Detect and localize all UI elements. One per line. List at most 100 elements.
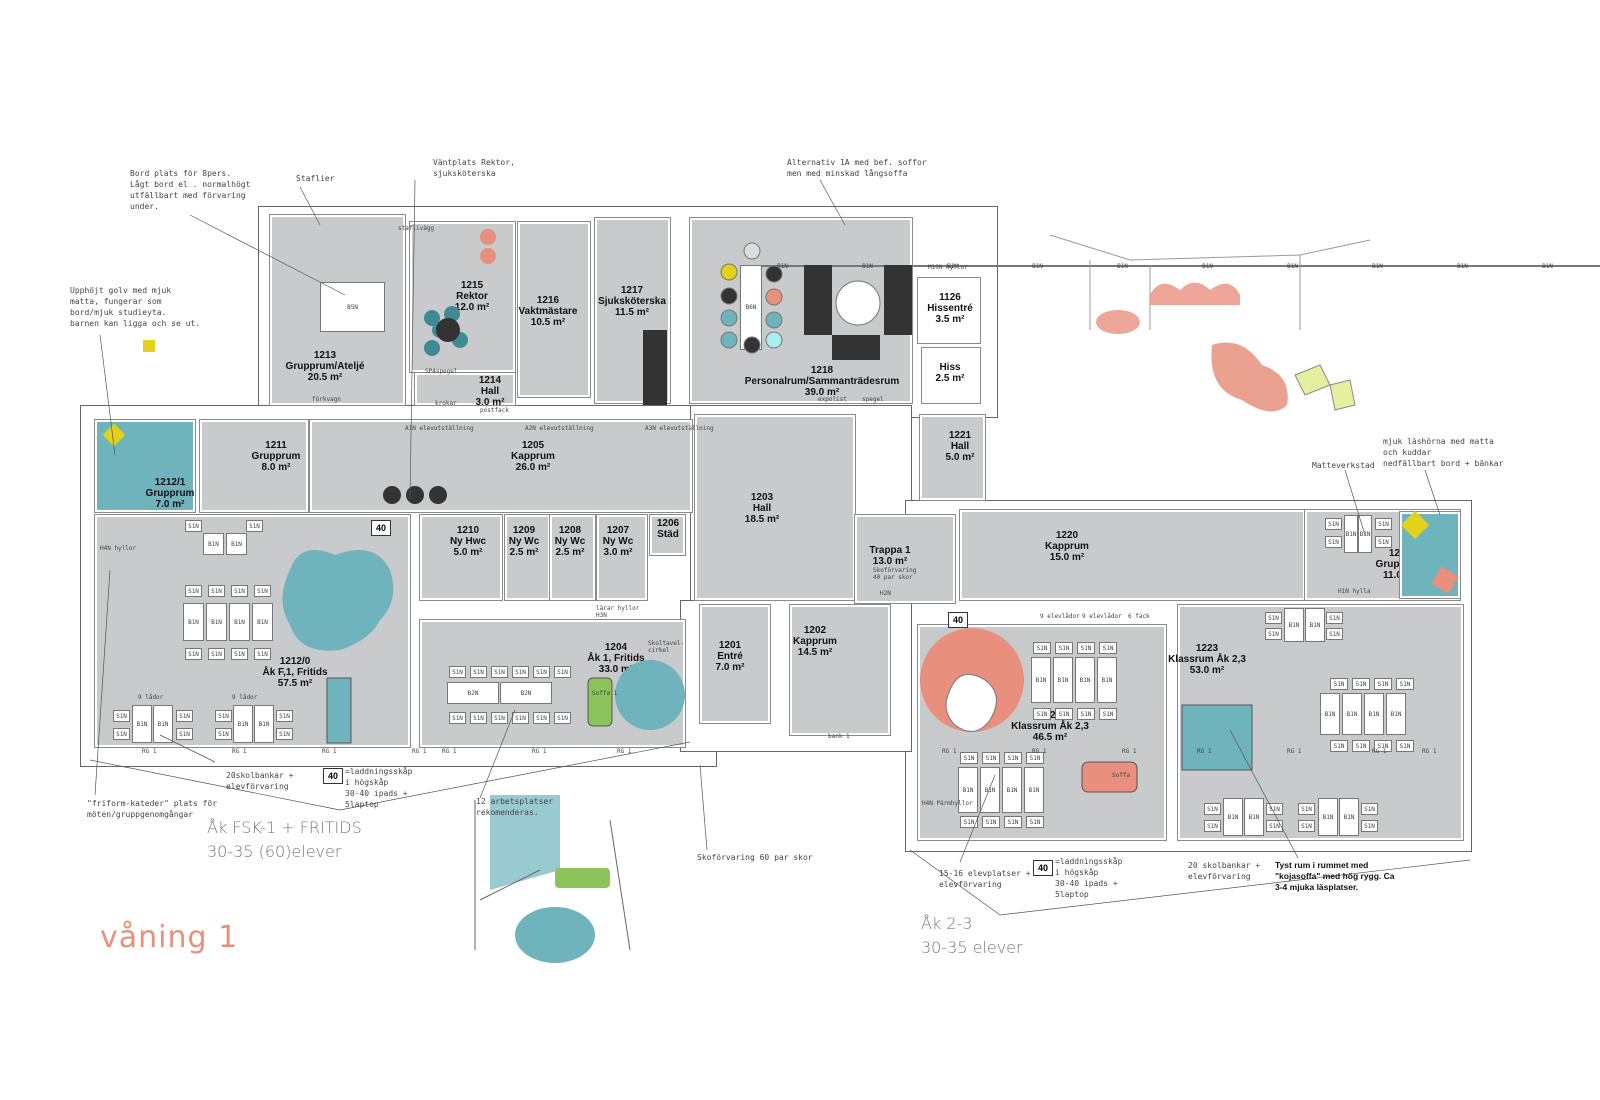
furniture-desk: S1N	[470, 666, 487, 678]
room-number: 1213	[313, 350, 337, 361]
radiator-label: RG 1	[322, 748, 337, 755]
furniture-table: B1N	[203, 533, 224, 555]
label-nine_drawers: 9 lådor	[232, 694, 258, 701]
furniture-table: B1N	[1080, 263, 1165, 270]
chair-salmon	[480, 248, 496, 264]
furniture-table: B1N	[1053, 657, 1073, 703]
radiator-label: RG 1	[442, 748, 457, 755]
furniture-table: B1N	[1002, 767, 1022, 813]
furniture-desk: S1N	[1298, 820, 1315, 832]
label-bank: bank 1	[828, 733, 850, 740]
annotation: Alternativ 1A med bef. soffor men med mi…	[787, 158, 927, 178]
furniture-table: B1N	[1505, 263, 1590, 270]
furniture-desk: S1N	[533, 666, 550, 678]
furniture-desk: S1N	[113, 728, 130, 740]
furniture-desk: S1N	[1374, 678, 1392, 690]
furniture-desk: S1N	[960, 752, 978, 764]
room-1208	[549, 514, 596, 601]
group-table	[945, 673, 997, 732]
furniture-desk: S1N	[1375, 518, 1392, 530]
chair	[765, 265, 783, 283]
annotation: Tyst rum i rummet med "kojasoffa" med hö…	[1275, 860, 1395, 892]
sketch-table	[1096, 310, 1140, 334]
label-forkvagn: förkvagn	[312, 396, 341, 403]
sofa-1212	[326, 677, 352, 744]
furniture-table: B1N	[958, 767, 978, 813]
furniture-table: B1N	[1590, 265, 1600, 267]
furniture-desk: S1N	[512, 712, 529, 724]
annotation: mjuk läshörna med matta och kuddar nedfä…	[1383, 437, 1504, 468]
radiator-label: RG 1	[1032, 748, 1047, 755]
furniture-desk: S1N	[470, 712, 487, 724]
annotation: =laddningsskåp i högskåp 30-40 ipads + 5…	[1055, 857, 1123, 899]
furniture-table: B1N	[995, 263, 1080, 270]
chair-salmon	[480, 229, 496, 245]
chair-dark	[383, 486, 401, 504]
room-name: Städ	[657, 529, 679, 540]
room-name: Grupprum/Ateljé	[285, 361, 365, 372]
annotation: =laddningsskåp i högskåp 30-40 ipads + 5…	[345, 767, 413, 809]
yellow-cushion	[1400, 510, 1430, 540]
furniture-table: B1N	[1223, 798, 1243, 836]
annotation: 12 arbetsplatser rekomenderas.	[476, 797, 554, 817]
furniture-table: B1N	[1305, 608, 1325, 642]
chair	[743, 336, 761, 354]
furniture-desk: S1N	[1396, 740, 1414, 752]
leader-line	[189, 214, 346, 296]
furniture-desk: S1N	[185, 648, 202, 660]
furniture-b6n: B6N	[740, 265, 762, 350]
annotation: Matteverkstad	[1312, 461, 1375, 470]
furniture-desk: S1N	[982, 752, 1000, 764]
chair-dark	[406, 486, 424, 504]
furniture-table: B1N	[980, 767, 1000, 813]
sketch-lines	[474, 800, 631, 951]
leader-line	[409, 179, 416, 501]
chair-dark	[429, 486, 447, 504]
furniture-desk: S1N	[1266, 820, 1283, 832]
leader-line	[339, 741, 691, 811]
chair-teal	[424, 340, 440, 356]
room-1217	[594, 217, 671, 404]
room-name: Ny Wc	[554, 536, 586, 547]
zone-title: Åk 2-3	[921, 914, 973, 933]
room-1126	[917, 277, 981, 344]
furniture-desk: S1N	[1396, 678, 1414, 690]
label-expolist: expolist	[818, 396, 847, 403]
room-number: 1202	[803, 625, 827, 636]
furniture-desk: S1N	[1265, 628, 1282, 640]
room-number: 1220	[1055, 530, 1079, 541]
furniture-desk: S1N	[1204, 803, 1221, 815]
label-nine_drawers: 9 lådor	[138, 694, 164, 701]
sofa-right	[884, 265, 912, 335]
room-number: 1211	[265, 440, 287, 451]
furniture-desk: S1N	[1361, 820, 1378, 832]
furniture-table: B1N	[1250, 263, 1335, 270]
room-area: 3.0 m²	[603, 547, 633, 558]
furniture-table: B1N	[1339, 798, 1359, 836]
room-1202	[789, 604, 891, 736]
label-six_fack: 6 fack	[1128, 613, 1150, 620]
room-number: 1210	[456, 525, 480, 536]
furniture-desk: S1N	[1077, 642, 1095, 654]
room-number: 1216	[536, 295, 560, 306]
furniture-desk: S1N	[1099, 642, 1117, 654]
sketch-curtain	[490, 795, 560, 890]
label-skoltavel: Skoltavel- cirkel	[648, 640, 685, 654]
room-number: 1217	[620, 285, 644, 296]
chair	[720, 331, 738, 349]
floor-label: våning 1	[100, 920, 239, 955]
label-display3: A3N elevutställning	[645, 425, 714, 432]
pink-sofa	[1081, 761, 1138, 793]
room-name: Kapprum	[1045, 541, 1089, 552]
furniture-desk: S1N	[1055, 708, 1073, 720]
room-area: 7.0 m²	[155, 499, 185, 510]
leader-line	[999, 859, 1471, 916]
furniture-desk: S1N	[449, 666, 466, 678]
